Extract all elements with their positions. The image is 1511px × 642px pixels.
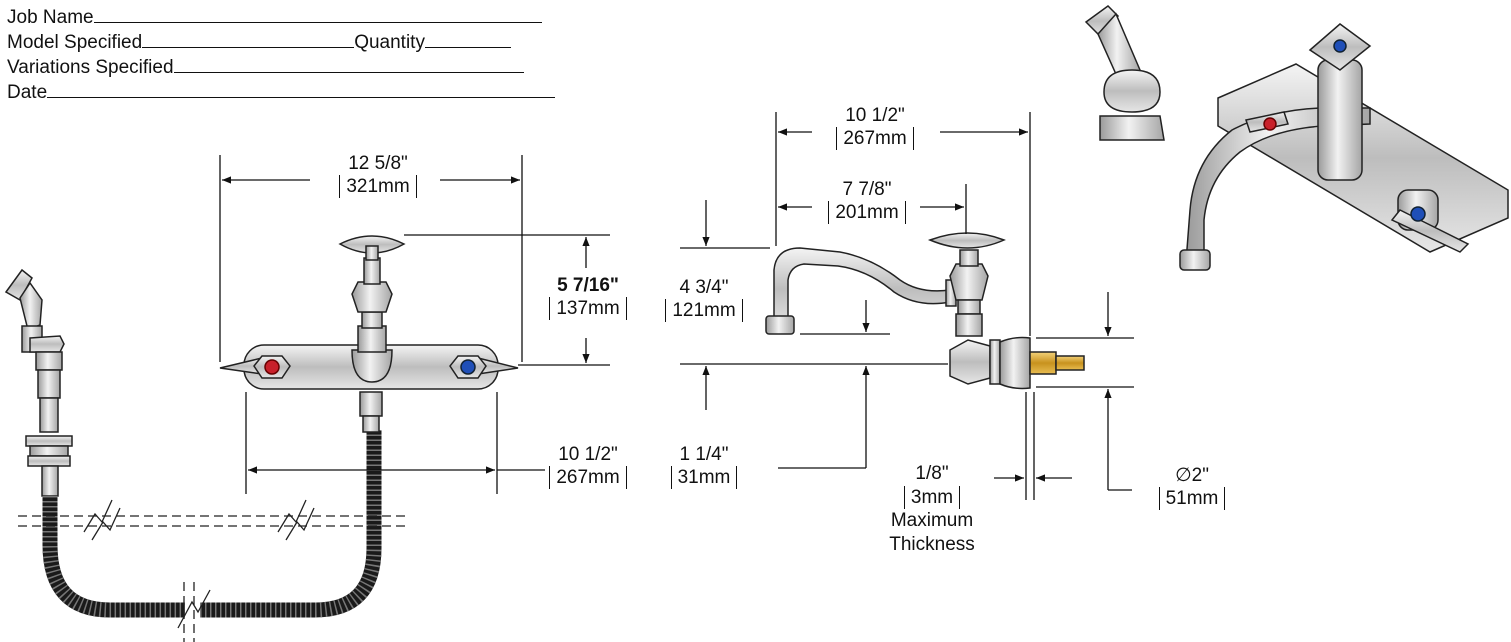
wall-thickness-dimension: 1/8" 3mm Maximum Thickness	[872, 462, 992, 557]
dimension-lines	[219, 112, 1134, 500]
diameter-symbol: ∅	[1175, 465, 1192, 486]
model-specified-field[interactable]	[142, 29, 355, 48]
quantity-field[interactable]	[424, 29, 511, 48]
spout-reach-imperial: 10 1/2"	[845, 105, 905, 126]
model-specified-label: Model Specified	[7, 32, 143, 53]
wall-thickness-note-line2: Thickness	[889, 534, 975, 555]
date-row: Date	[7, 79, 577, 104]
centers-metric: 267mm	[549, 466, 627, 489]
date-field[interactable]	[47, 79, 556, 98]
spout-offset-imperial: 7 7/8"	[842, 179, 892, 200]
spout-reach-dimension: 10 1/2" 267mm	[812, 104, 938, 150]
handle-height-dimension: 5 7/16" 137mm	[530, 274, 646, 320]
date-label: Date	[7, 82, 48, 103]
wall-thickness-metric: 3mm	[903, 486, 961, 509]
flexible-hose	[42, 430, 382, 618]
spray-hose-assembly	[4, 268, 73, 497]
centers-dimension: 10 1/2" 267mm	[530, 443, 646, 489]
flange-diameter-dimension: ∅2" 51mm	[1140, 464, 1244, 510]
body-drop-imperial: 1 1/4"	[679, 444, 729, 465]
break-lines	[18, 499, 405, 642]
flange-diameter-imperial: 2"	[1191, 465, 1209, 486]
spout-offset-metric: 201mm	[828, 201, 906, 224]
spout-height-imperial: 4 3/4"	[679, 277, 729, 298]
quantity-label: Quantity	[354, 32, 425, 53]
handle-height-metric: 137mm	[549, 297, 627, 320]
job-name-label: Job Name	[7, 7, 94, 28]
spout-offset-dimension: 7 7/8" 201mm	[812, 178, 922, 224]
spec-form: Job Name Model Specified Quantity Variati…	[7, 4, 577, 104]
isometric-faucet	[1179, 23, 1509, 271]
spout-height-metric: 121mm	[665, 299, 743, 322]
job-name-row: Job Name	[7, 4, 577, 29]
overall-width-dimension: 12 5/8" 321mm	[318, 152, 438, 198]
handle-height-imperial: 5 7/16"	[557, 275, 619, 296]
variations-row: Variations Specified	[7, 54, 577, 79]
body-drop-dimension: 1 1/4" 31mm	[652, 443, 756, 489]
wall-thickness-imperial: 1/8"	[915, 463, 949, 484]
variations-specified-field[interactable]	[173, 54, 524, 73]
centers-imperial: 10 1/2"	[558, 444, 618, 465]
isometric-spray-valve	[1084, 5, 1165, 141]
faucet-side-view	[765, 232, 1085, 390]
spout-height-dimension: 4 3/4" 121mm	[646, 276, 762, 322]
faucet-front-view	[219, 235, 519, 433]
overall-width-metric: 321mm	[339, 175, 417, 198]
body-drop-metric: 31mm	[670, 466, 738, 489]
spout-reach-metric: 267mm	[836, 127, 914, 150]
overall-width-imperial: 12 5/8"	[348, 153, 408, 174]
job-name-field[interactable]	[93, 4, 542, 23]
variations-specified-label: Variations Specified	[7, 57, 174, 78]
model-quantity-row: Model Specified Quantity	[7, 29, 577, 54]
wall-thickness-note-line1: Maximum	[890, 510, 974, 531]
flange-diameter-metric: 51mm	[1158, 487, 1226, 510]
